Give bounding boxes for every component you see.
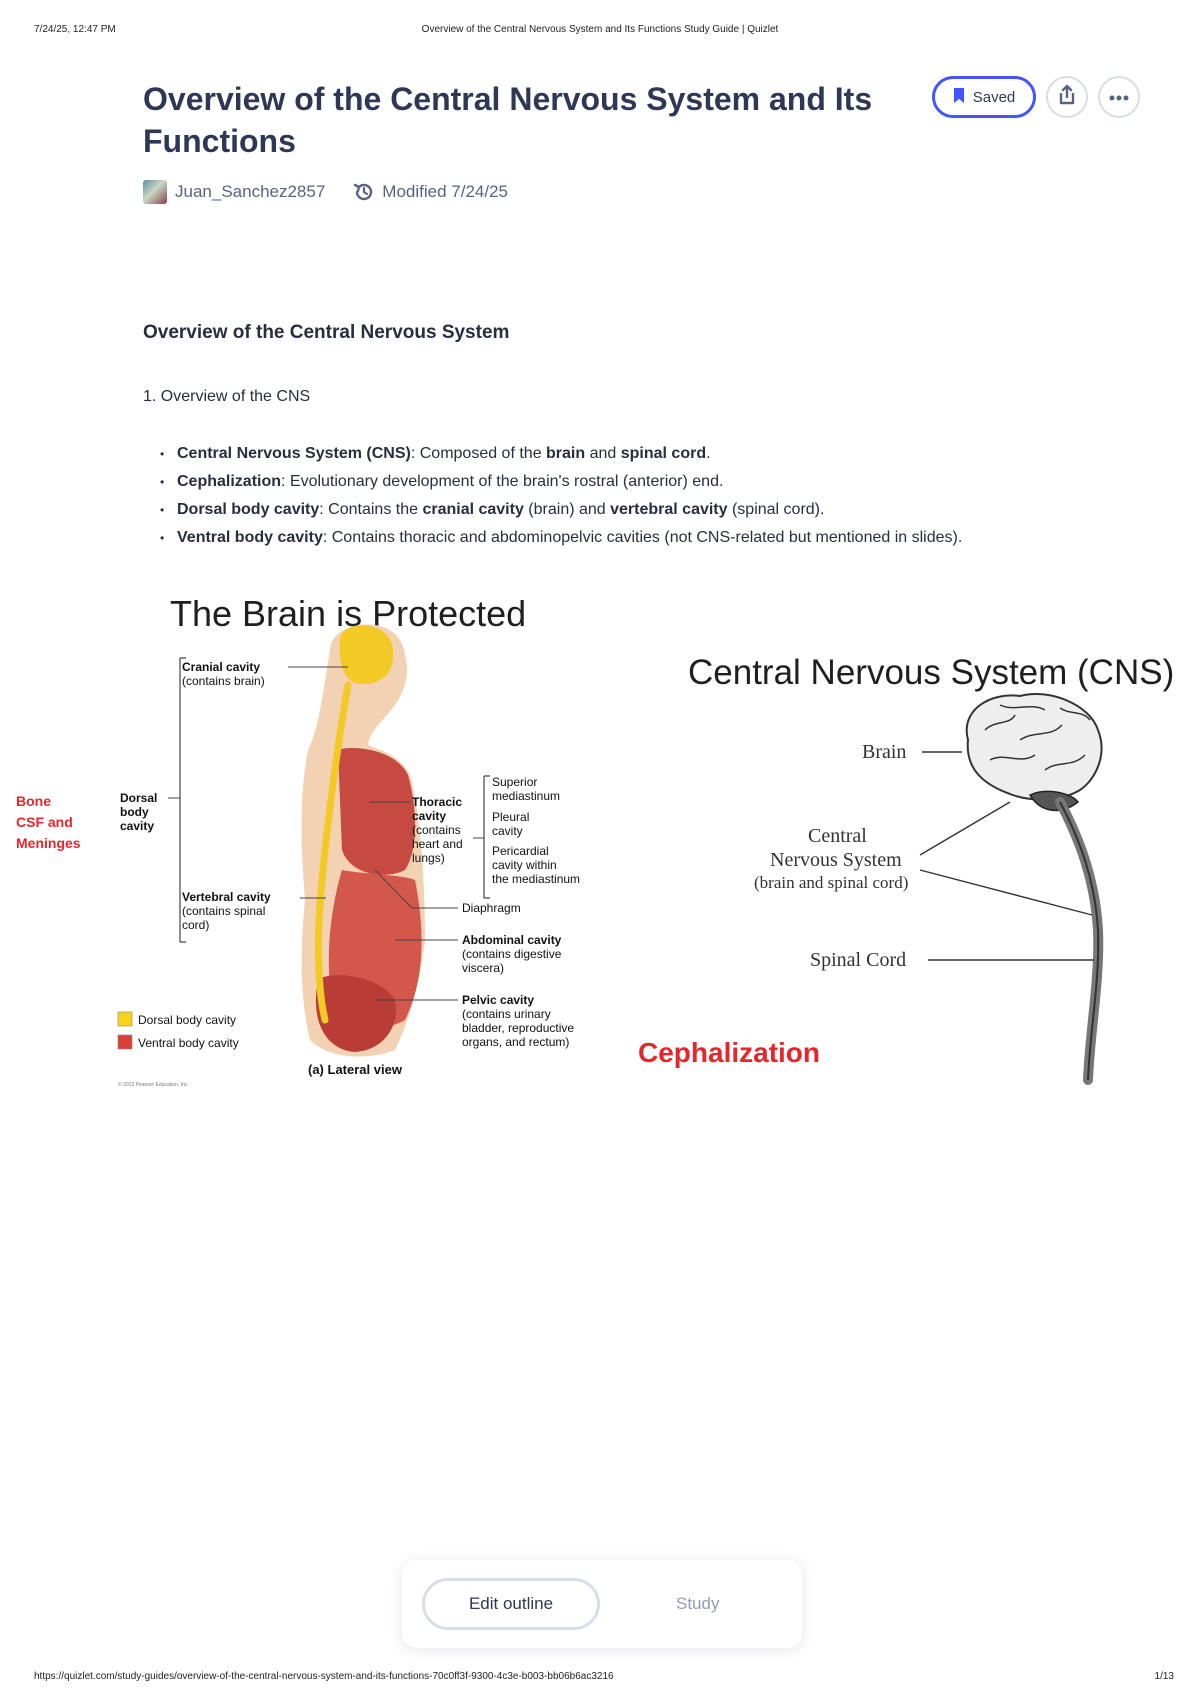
dorsal-label-2: body [120,805,149,819]
print-date: 7/24/25, 12:47 PM [34,24,116,35]
set-meta: Juan_Sanchez2857 Modified 7/24/25 [143,180,508,204]
share-icon [1057,84,1077,111]
pelvic-label: Pelvic cavity [462,993,534,1007]
lateral-view-caption: (a) Lateral view [308,1062,403,1077]
pelvic-sub-3: organs, and rectum) [462,1035,569,1049]
bullet-term: Central Nervous System (CNS) [177,445,411,462]
pleural-label-1: Pleural [492,810,529,824]
print-header: 7/24/25, 12:47 PM Overview of the Centra… [0,24,1200,38]
thoracic-sub-2: heart and [412,837,463,851]
bullet-text: : Evolutionary development of the brain'… [281,473,724,490]
pericardial-label-3: the mediastinum [492,872,580,886]
bullet-text: and [585,445,621,462]
section-heading: Overview of the Central Nervous System [143,322,510,343]
history-icon [353,181,375,203]
bullet-bold: spinal cord [620,445,707,462]
copyright: © 2013 Pearson Education, Inc. [118,1081,189,1088]
bullet-term: Cephalization [177,473,282,490]
more-icon [1109,88,1129,106]
spinal-cord-label: Spinal Cord [810,949,906,971]
thoracic-sub-3: lungs) [412,851,445,865]
bullet-bold: cranial cavity [422,501,524,518]
dorsal-label-3: cavity [120,819,154,833]
bookmark-icon [953,87,965,107]
action-buttons: Saved [932,76,1140,118]
subheading: 1. Overview of the CNS [143,388,311,405]
csf-label: CSF and [16,814,73,830]
bottom-toolbar: Edit outline Study [402,1560,802,1648]
abdominal-sub-1: (contains digestive [462,947,562,961]
legend-ventral: Ventral body cavity [138,1036,239,1050]
pelvic-sub-1: (contains urinary [462,1007,551,1021]
bullet-text: : Contains thoracic and abdominopelvic c… [322,529,963,546]
pericardial-label-1: Pericardial [492,844,549,858]
bullet-text: (spinal cord). [727,501,825,518]
legend-dorsal: Dorsal body cavity [138,1013,236,1027]
list-item: Dorsal body cavity: Contains the cranial… [160,496,1080,524]
cephalization-label: Cephalization [638,1037,820,1068]
meninges-label: Meninges [16,835,81,851]
author-link[interactable]: Juan_Sanchez2857 [175,182,326,201]
thoracic-label-2: cavity [412,809,446,823]
cns-label-2: Nervous System [770,849,902,871]
left-figure-title: The Brain is Protected [170,593,526,634]
bullet-text: : Composed of the [410,445,547,462]
thoracic-label-1: Thoracic [412,795,462,809]
vertebral-sub-1: (contains spinal [182,904,265,918]
bullet-list: Central Nervous System (CNS): Composed o… [160,440,1080,552]
superior-label-1: Superior [492,775,537,789]
cranial-sub: (contains brain) [182,674,265,688]
list-item: Ventral body cavity: Contains thoracic a… [160,524,1080,552]
cns-label-1: Central [808,825,867,847]
list-item: Central Nervous System (CNS): Composed o… [160,440,1080,468]
bullet-term: Dorsal body cavity [177,501,320,518]
print-page-title: Overview of the Central Nervous System a… [421,24,779,35]
saved-button-label: Saved [972,88,1016,106]
page-number: 1/13 [1154,1671,1174,1682]
cns-figure: The Brain is Protected Cranial cavity (c… [16,593,1174,1088]
legend-swatch-ventral [117,1034,133,1050]
pelvic-sub-2: bladder, reproductive [462,1021,574,1035]
brain-spinal-drawing [965,693,1104,1085]
saved-button[interactable]: Saved [932,76,1036,118]
bullet-bold: vertebral cavity [610,501,728,518]
page-title: Overview of the Central Nervous System a… [143,81,873,159]
bullet-text: : Contains the [319,501,423,518]
right-figure-title: Central Nervous System (CNS) [688,653,1174,692]
body-silhouette [301,624,425,1057]
print-url: https://quizlet.com/study-guides/overvie… [34,1671,614,1682]
superior-label-2: mediastinum [492,789,560,803]
list-item: Cephalization: Evolutionary development … [160,468,1080,496]
edit-outline-button[interactable]: Edit outline [422,1578,600,1630]
pericardial-label-2: cavity within [492,858,557,872]
vertebral-sub-2: cord) [182,918,209,932]
legend-swatch-dorsal [117,1011,133,1027]
cranial-label: Cranial cavity [182,660,260,674]
bullet-text: . [706,445,711,462]
diaphragm-label: Diaphragm [462,901,521,915]
avatar[interactable] [143,180,167,204]
more-options-button[interactable] [1098,76,1140,118]
abdominal-label: Abdominal cavity [462,933,562,947]
abdominal-sub-2: viscera) [462,961,504,975]
study-tab[interactable]: Study [676,1594,720,1613]
bullet-term: Ventral body cavity [177,529,323,546]
thoracic-sub-1: (contains [412,823,461,837]
modified-date: Modified 7/24/25 [382,182,508,201]
pleural-label-2: cavity [492,824,523,838]
bullet-bold: brain [546,445,586,462]
brain-label: Brain [862,741,906,763]
vertebral-label: Vertebral cavity [182,890,271,904]
dorsal-label-1: Dorsal [120,791,157,805]
cns-label-3: (brain and spinal cord) [754,873,908,892]
bone-label: Bone [16,793,51,809]
share-button[interactable] [1046,76,1088,118]
cranial-cavity-label: Cranial cavity (contains brain) [179,657,348,943]
bullet-text: (brain) and [523,501,611,518]
